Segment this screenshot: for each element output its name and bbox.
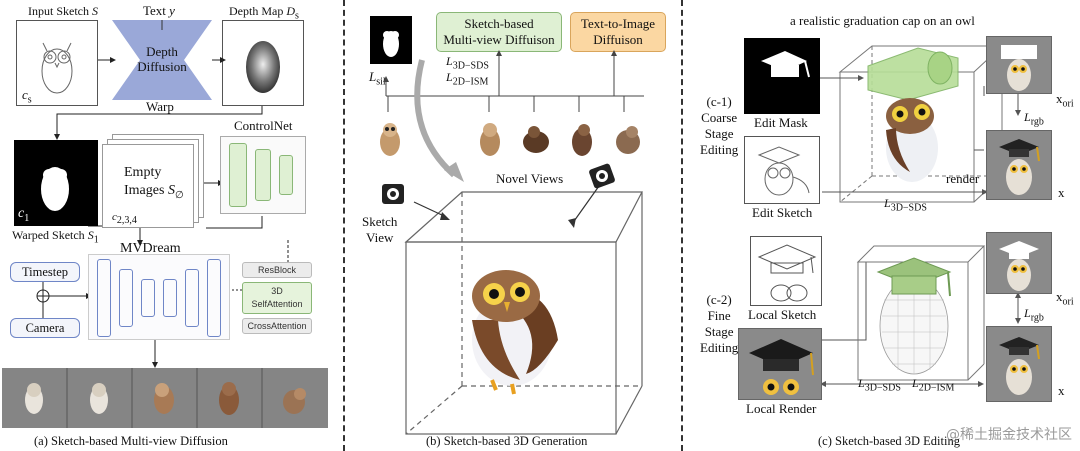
depth-diffusion-label: Depth Diffusion: [137, 44, 187, 74]
render-label: render: [946, 171, 980, 186]
x-ori-label-bottom: xori: [1056, 289, 1074, 308]
camera-input: Camera: [10, 318, 80, 338]
depth-map-image: [222, 20, 304, 106]
panel-c-caption: (c) Sketch-based 3D Editing: [818, 434, 960, 448]
resblock-module: ResBlock: [242, 262, 312, 278]
output-views-strip: [2, 368, 328, 428]
edit-mask-label: Edit Mask: [754, 115, 808, 130]
panel-b-graphics: [383, 50, 644, 435]
panel-a-arrows: [36, 57, 303, 368]
novel-views-label: Novel Views: [496, 171, 564, 186]
l-sil-label: Lsil: [369, 69, 386, 88]
l-2d-ism-label: L2D−ISM: [446, 70, 489, 88]
local-render-icon: [749, 339, 814, 395]
x-ori-label-top: xori: [1056, 91, 1074, 110]
edit-sketch-label: Edit Sketch: [752, 205, 813, 220]
local-render-label: Local Render: [746, 401, 817, 416]
local-sketch-label: Local Sketch: [748, 307, 817, 322]
camera-icon-novel-view: [589, 163, 615, 189]
warped-sketch-image: [14, 140, 98, 226]
x-image-bottom: [986, 326, 1052, 402]
divider-left: [343, 0, 345, 451]
divider-right: [681, 0, 683, 451]
c234-label: c2,3,4: [112, 211, 137, 227]
watermark: @稀土掘金技术社区: [946, 427, 1072, 443]
owl-silhouette-small-icon: [383, 31, 399, 57]
owl-depth-icon: [246, 41, 280, 93]
edit-mask-image: [744, 38, 820, 114]
c-l-2d-ism-b-label: L2D−ISM: [912, 376, 955, 394]
crossattention-module: CrossAttention: [242, 318, 312, 334]
local-sketch-image: [750, 236, 822, 306]
c-l-3d-sds-b-label: L3D−SDS: [858, 376, 901, 394]
owl-novel-views-icon: [380, 123, 640, 156]
cap-mask-icon: [761, 51, 810, 78]
silhouette-image: [370, 16, 412, 64]
owl-sketch-icon: [41, 42, 73, 94]
owl-cap-black-icon-2: [999, 337, 1040, 395]
x-label-bottom: x: [1058, 383, 1065, 398]
timestep-input: Timestep: [10, 262, 80, 282]
c-l-3d-sds-label: L3D−SDS: [884, 196, 927, 214]
panel-b-caption: (b) Sketch-based 3D Generation: [426, 434, 588, 448]
empty-images-label: Empty Images S∅: [124, 165, 184, 201]
x-image-top: [986, 130, 1052, 200]
text-y-label: Text y: [143, 3, 175, 18]
l-3d-sds-label: L3D−SDS: [446, 54, 489, 72]
l-rgb-label-bottom: Lrgb: [1024, 306, 1044, 324]
owl-cap-white-icon-2: [999, 241, 1039, 291]
cs-label: cs: [22, 87, 32, 106]
x-ori-image-bottom: [986, 232, 1052, 294]
x-ori-image-top: [986, 36, 1052, 94]
local-render-image: [738, 328, 822, 400]
prompt-text: a realistic graduation cap on an owl: [790, 13, 975, 28]
mvdream-label: MVDream: [120, 241, 181, 256]
owl-cap-white-icon: [1001, 45, 1037, 91]
input-sketch-label: Input Sketch S: [28, 4, 98, 18]
camera-icon-sketch-view: [382, 184, 404, 204]
warped-sketch-label: Warped Sketch S1: [12, 228, 99, 246]
depth-diffusion-block: [112, 20, 212, 100]
owl-silhouette-icon: [41, 167, 69, 211]
local-sketch-icon: [757, 244, 817, 302]
input-sketch-image: [16, 20, 98, 106]
empty-images-stack-front: [102, 144, 194, 228]
panel-a-caption: (a) Sketch-based Multi-view Diffusion: [34, 434, 228, 448]
l-rgb-label-top: Lrgb: [1024, 110, 1044, 128]
depth-map-label: Depth Map Ds: [229, 4, 299, 22]
owl-3d-render-icon: [472, 270, 558, 395]
owl-views-icon: [25, 368, 306, 428]
edit-sketch-image: [744, 136, 820, 204]
controlnet-label: ControlNet: [234, 118, 293, 133]
owl-cap-black-icon: [999, 139, 1040, 195]
owl-cap-sketch-icon: [757, 146, 810, 196]
c1-label: c1: [18, 206, 30, 224]
mvdream-unet: [88, 254, 230, 340]
x-label-top: x: [1058, 185, 1065, 200]
warp-label: Warp: [146, 99, 174, 114]
controlnet-block: [220, 136, 306, 214]
